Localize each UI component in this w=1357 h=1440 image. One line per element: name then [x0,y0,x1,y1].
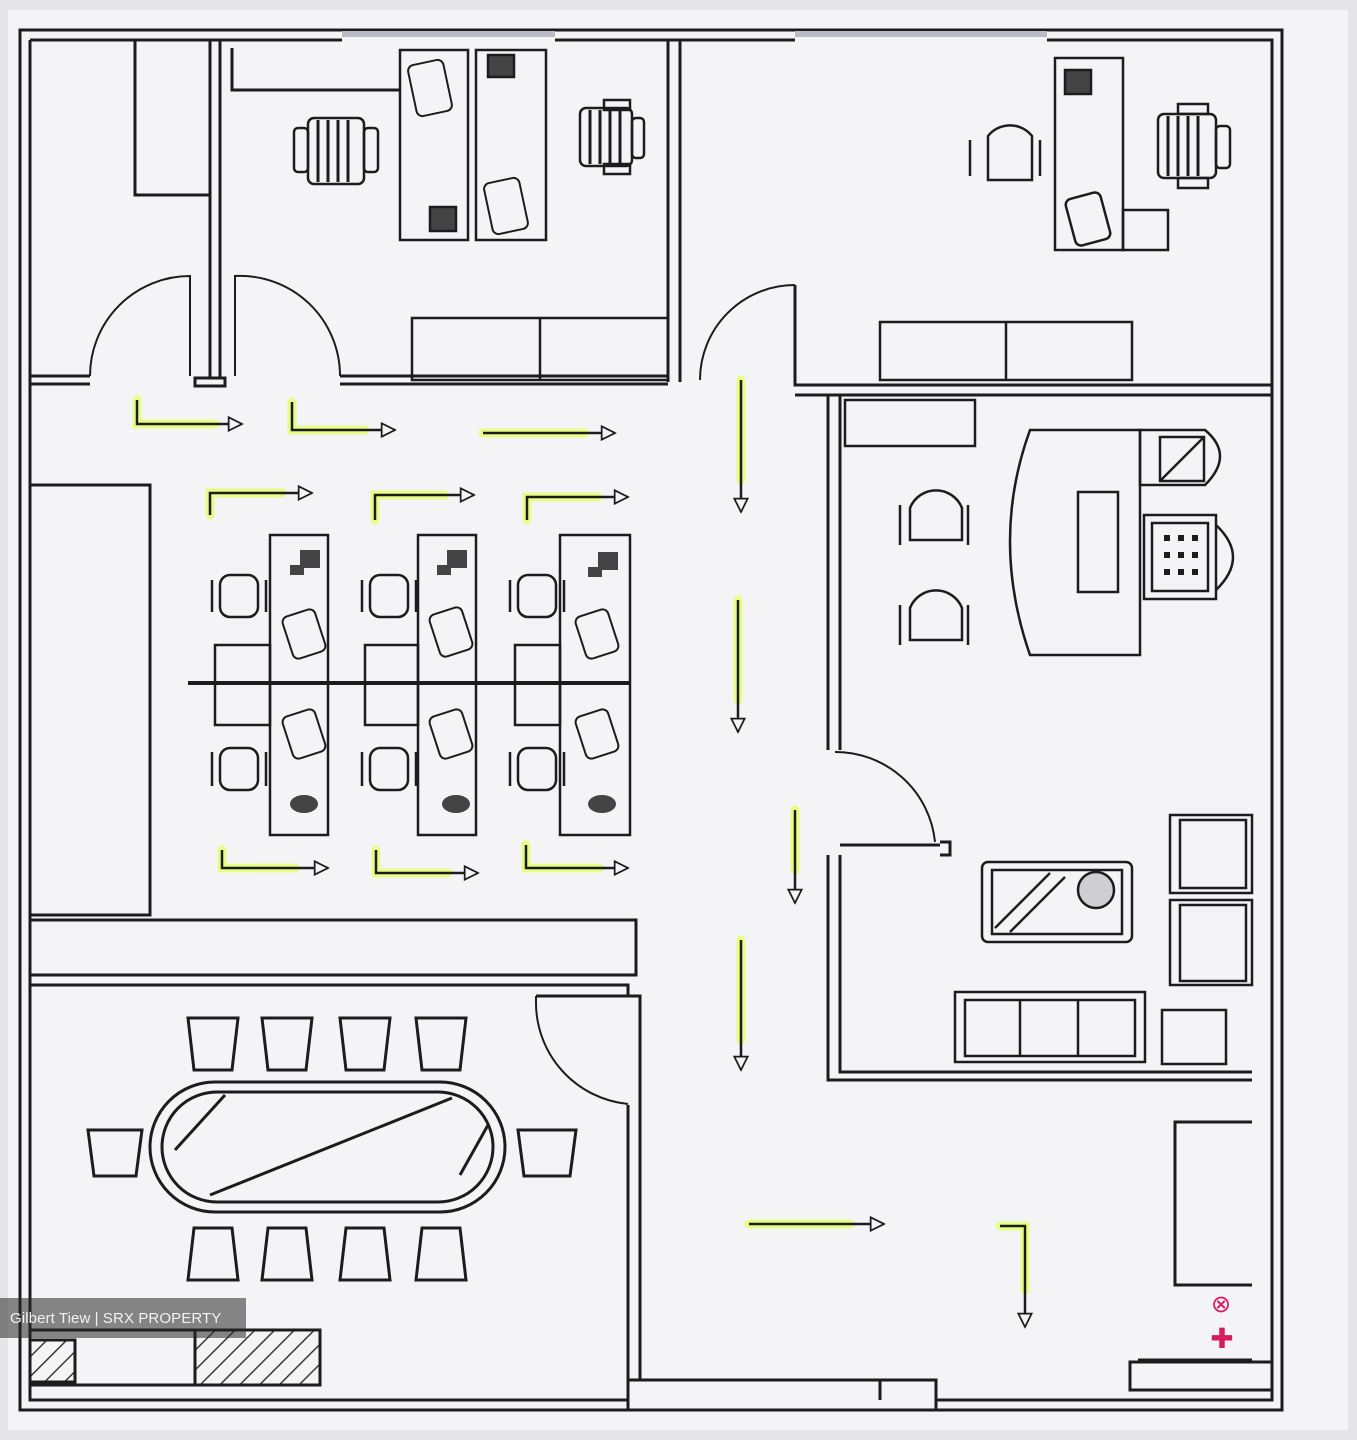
exit-arrow-icon [220,850,328,868]
watermark: Gilbert Tiew | SRX PROPERTY [0,1298,246,1338]
conference-chair-icon [260,1016,314,1072]
lounge-room [953,813,1254,1066]
open-workstations [188,533,632,837]
conference-chair-icon [260,1226,314,1282]
evacuation-route [132,375,1025,1327]
exit-arrow-icon [290,402,395,430]
conference-chair-icon [414,1016,468,1072]
doors [89,274,936,1105]
office-chair-icon [1156,102,1232,190]
interior-walls [28,40,1272,1387]
conference-chair-icon [338,1016,392,1072]
office-chair-icon [292,116,380,186]
fire-alarm-icon: ⊗ [1211,1290,1231,1318]
exit-arrow-icon [1000,1224,1025,1327]
outer-walls [18,28,1284,1412]
conference-chair-icon [86,1128,144,1178]
exit-arrow-icon [525,497,628,520]
exit-arrow-icon [208,493,312,515]
conference-chair-icon [186,1226,240,1282]
conference-room [86,1016,578,1282]
first-aid-icon: ✚ [1210,1322,1233,1355]
door-conference [534,996,629,1105]
conference-chair-icon [516,1128,578,1178]
task-chair-icon [210,573,268,619]
director-office [843,398,1235,657]
door-storage [89,274,191,377]
visitor-chair-icon [908,489,964,542]
office-room-2 [878,56,1232,382]
task-chair-icon [210,746,268,792]
conference-chair-icon [186,1016,240,1072]
office-chair-icon [578,98,646,176]
executive-chair-icon [1142,513,1235,601]
task-chair-icon [360,746,418,792]
exit-arrow-icon [524,845,628,868]
door-director [834,750,936,843]
door-office-1 [234,274,342,377]
office-room-1 [292,48,670,382]
emergency-symbols: ⊗ ✚ [1210,1290,1233,1355]
visitor-chair-icon [908,589,964,642]
conference-chair-icon [414,1226,468,1282]
door-office-2 [699,284,796,381]
exit-arrow-icon [373,495,474,520]
task-chair-icon [508,746,566,792]
exit-arrow-icon [135,400,242,424]
task-chair-icon [360,573,418,619]
exit-arrow-icon [374,850,478,873]
conference-chair-icon [338,1226,392,1282]
paper [8,10,1348,1430]
task-chair-icon [508,573,566,619]
